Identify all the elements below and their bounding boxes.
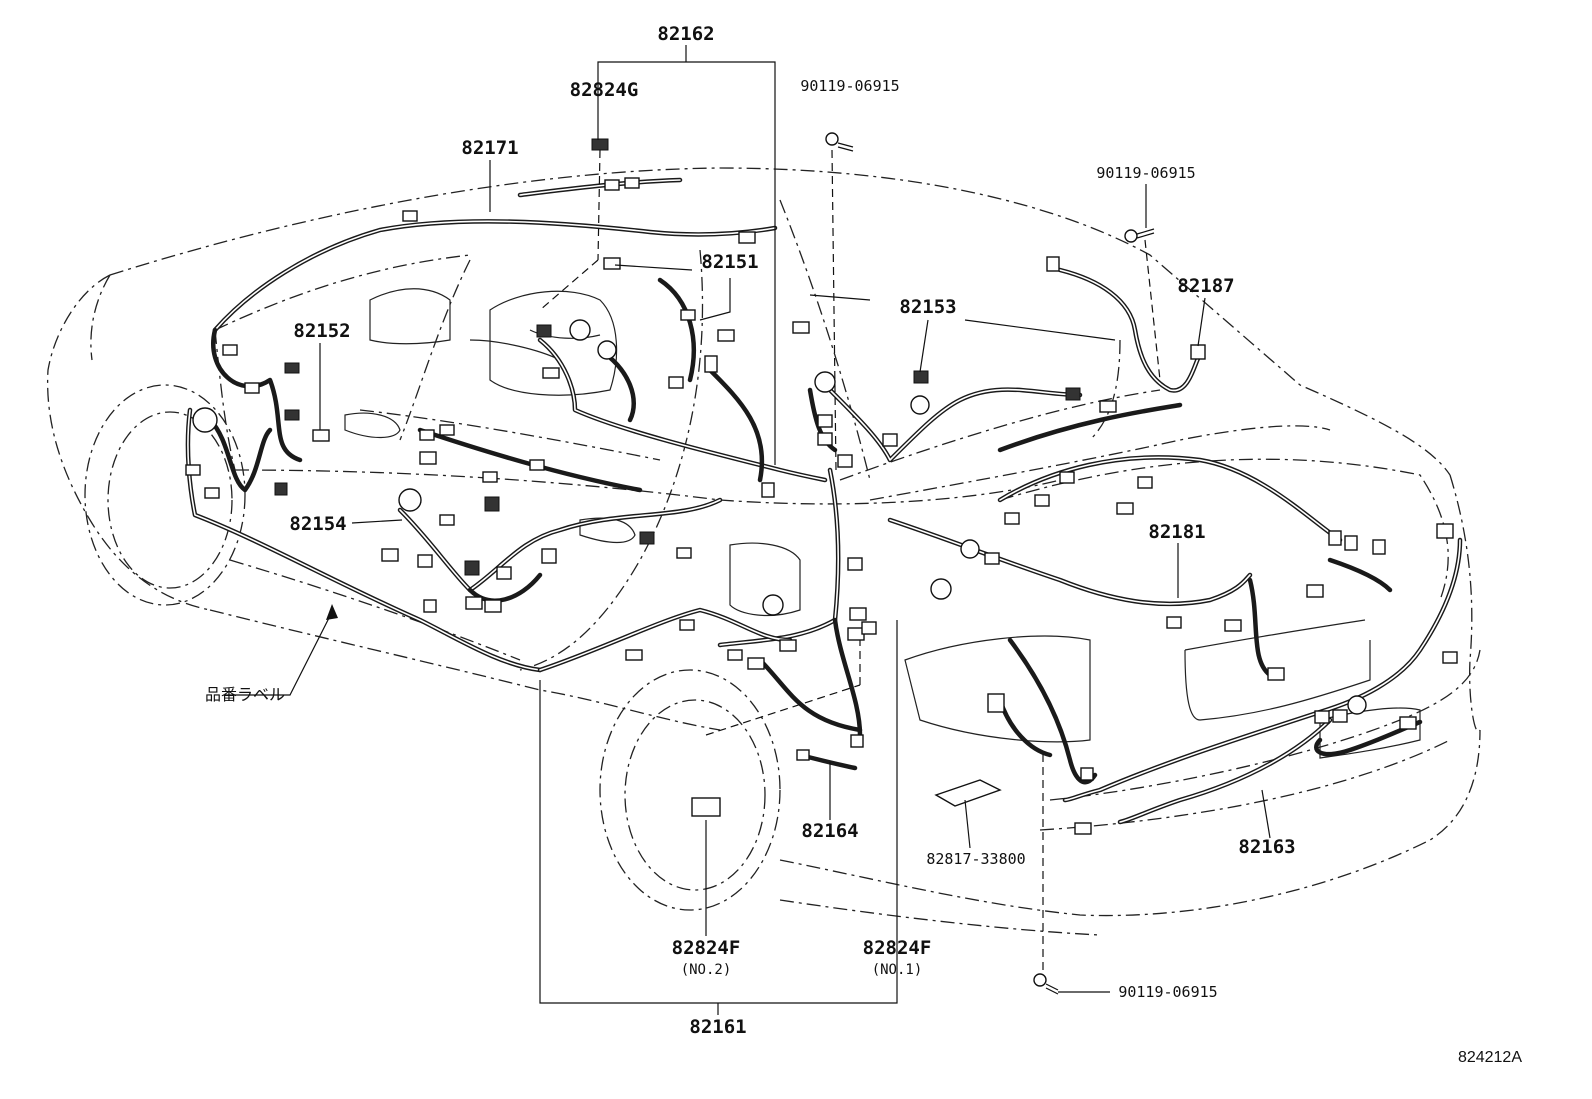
label-82187: 82187: [1177, 275, 1234, 297]
label-82161: 82161: [689, 1016, 746, 1038]
arrow-icon: [326, 604, 338, 620]
connector-82153: [913, 370, 929, 384]
label-82151: 82151: [701, 251, 758, 273]
label-82181: 82181: [1148, 521, 1205, 543]
label-82164: 82164: [801, 820, 858, 842]
car-body-outline: [46, 167, 1481, 936]
label-82824f-no2: 82824F: [672, 937, 741, 959]
bolt-icon: [1033, 973, 1059, 995]
leader-lines: [225, 45, 1271, 1015]
connector-82152: [312, 429, 330, 442]
label-82824g: 82824G: [570, 79, 639, 101]
connector-82824g: [591, 138, 609, 151]
label-82152: 82152: [293, 320, 350, 342]
label-82817-33800: 82817-33800: [926, 850, 1025, 868]
connectors: [185, 132, 1458, 995]
figure-id: 824212A: [1458, 1049, 1522, 1066]
connector-82187: [1190, 344, 1206, 360]
label-82171: 82171: [461, 137, 518, 159]
connector-82824f-no2: [691, 797, 721, 817]
wire-harnesses: [185, 177, 1463, 825]
label-bolt-top: 90119-06915: [800, 77, 899, 95]
label-bolt-right: 90119-06915: [1096, 164, 1195, 182]
bolt-icon: [825, 132, 854, 152]
part-number-label-sticker: [934, 779, 1002, 807]
label-82153: 82153: [899, 296, 956, 318]
label-part-number-label: 品番ラベル: [205, 685, 285, 704]
label-bolt-bottom: 90119-06915: [1118, 983, 1217, 1001]
label-no1: (NO.1): [872, 962, 923, 978]
bolt-icon: [1124, 228, 1155, 243]
label-82163: 82163: [1238, 836, 1295, 858]
label-no2: (NO.2): [681, 962, 732, 978]
part-number-labels: 82162 82824G 82171 90119-06915 90119-069…: [205, 23, 1522, 1066]
label-82154: 82154: [289, 513, 346, 535]
label-82162: 82162: [657, 23, 714, 45]
label-82824f-no1: 82824F: [863, 937, 932, 959]
